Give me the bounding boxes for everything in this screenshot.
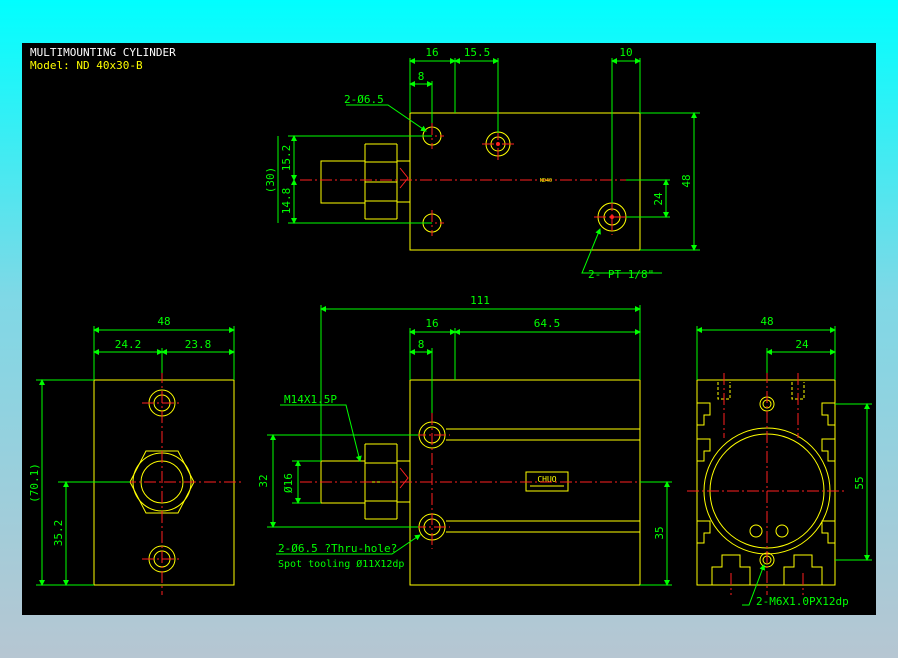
right-view-profile [696, 379, 836, 586]
dim-left-70-1: (70.1) [28, 463, 41, 503]
drawing-sheet: MULTIMOUNTING CYLINDER Model: ND 40x30-B [22, 43, 876, 615]
dim-top-48: 48 [680, 174, 693, 187]
top-view-mark: ND40 [540, 178, 552, 184]
top-view: ND40 [264, 46, 700, 281]
dim-top-30: (30) [264, 167, 277, 194]
dim-front-64-5: 64.5 [534, 317, 561, 330]
dim-front-111: 111 [470, 294, 490, 307]
dim-left-35-2: 35.2 [52, 520, 65, 547]
dim-front-16: 16 [425, 317, 438, 330]
dim-left-24-2: 24.2 [115, 338, 142, 351]
dim-top-16: 16 [425, 46, 438, 59]
note-top-holes: 2-Ø6.5 [344, 93, 384, 106]
cad-drawing: ND40 [28, 46, 872, 608]
note-front-holes: 2-Ø6.5 ?Thru-hole? [278, 542, 397, 555]
left-view: 48 24.2 23.8 (70.1) 35.2 [28, 315, 244, 595]
front-view-brand: CHUO [537, 475, 556, 484]
dim-top-24: 24 [652, 192, 665, 206]
right-view: 48 24 55 2-M6X1.0PX12dp [687, 315, 872, 608]
note-top-port: 2- PT 1/8" [588, 268, 654, 281]
dim-top-8: 8 [418, 70, 425, 83]
dim-left-48: 48 [157, 315, 170, 328]
dim-front-35: 35 [653, 526, 666, 539]
drawing-title: MULTIMOUNTING CYLINDER [30, 46, 176, 59]
dim-top-15-2: 15.2 [280, 145, 293, 172]
note-front-spot: Spot tooling Ø11X12dp [278, 558, 404, 570]
dim-right-55: 55 [853, 476, 866, 489]
dim-front-dia16: Ø16 [282, 473, 295, 493]
dim-left-23-8: 23.8 [185, 338, 212, 351]
dim-front-32: 32 [257, 474, 270, 487]
dim-front-8: 8 [418, 338, 425, 351]
top-view-nut [396, 160, 411, 203]
dim-top-15-5: 15.5 [464, 46, 491, 59]
dim-right-24: 24 [795, 338, 809, 351]
note-right-tap: 2-M6X1.0PX12dp [756, 595, 849, 608]
dim-top-14-8: 14.8 [280, 188, 293, 215]
front-view: CHUO [257, 294, 672, 586]
drawing-model: Model: ND 40x30-B [30, 59, 143, 72]
dim-right-48: 48 [760, 315, 773, 328]
dim-top-10: 10 [619, 46, 632, 59]
note-front-thread: M14X1.5P [284, 393, 337, 406]
top-view-rod [320, 160, 366, 204]
